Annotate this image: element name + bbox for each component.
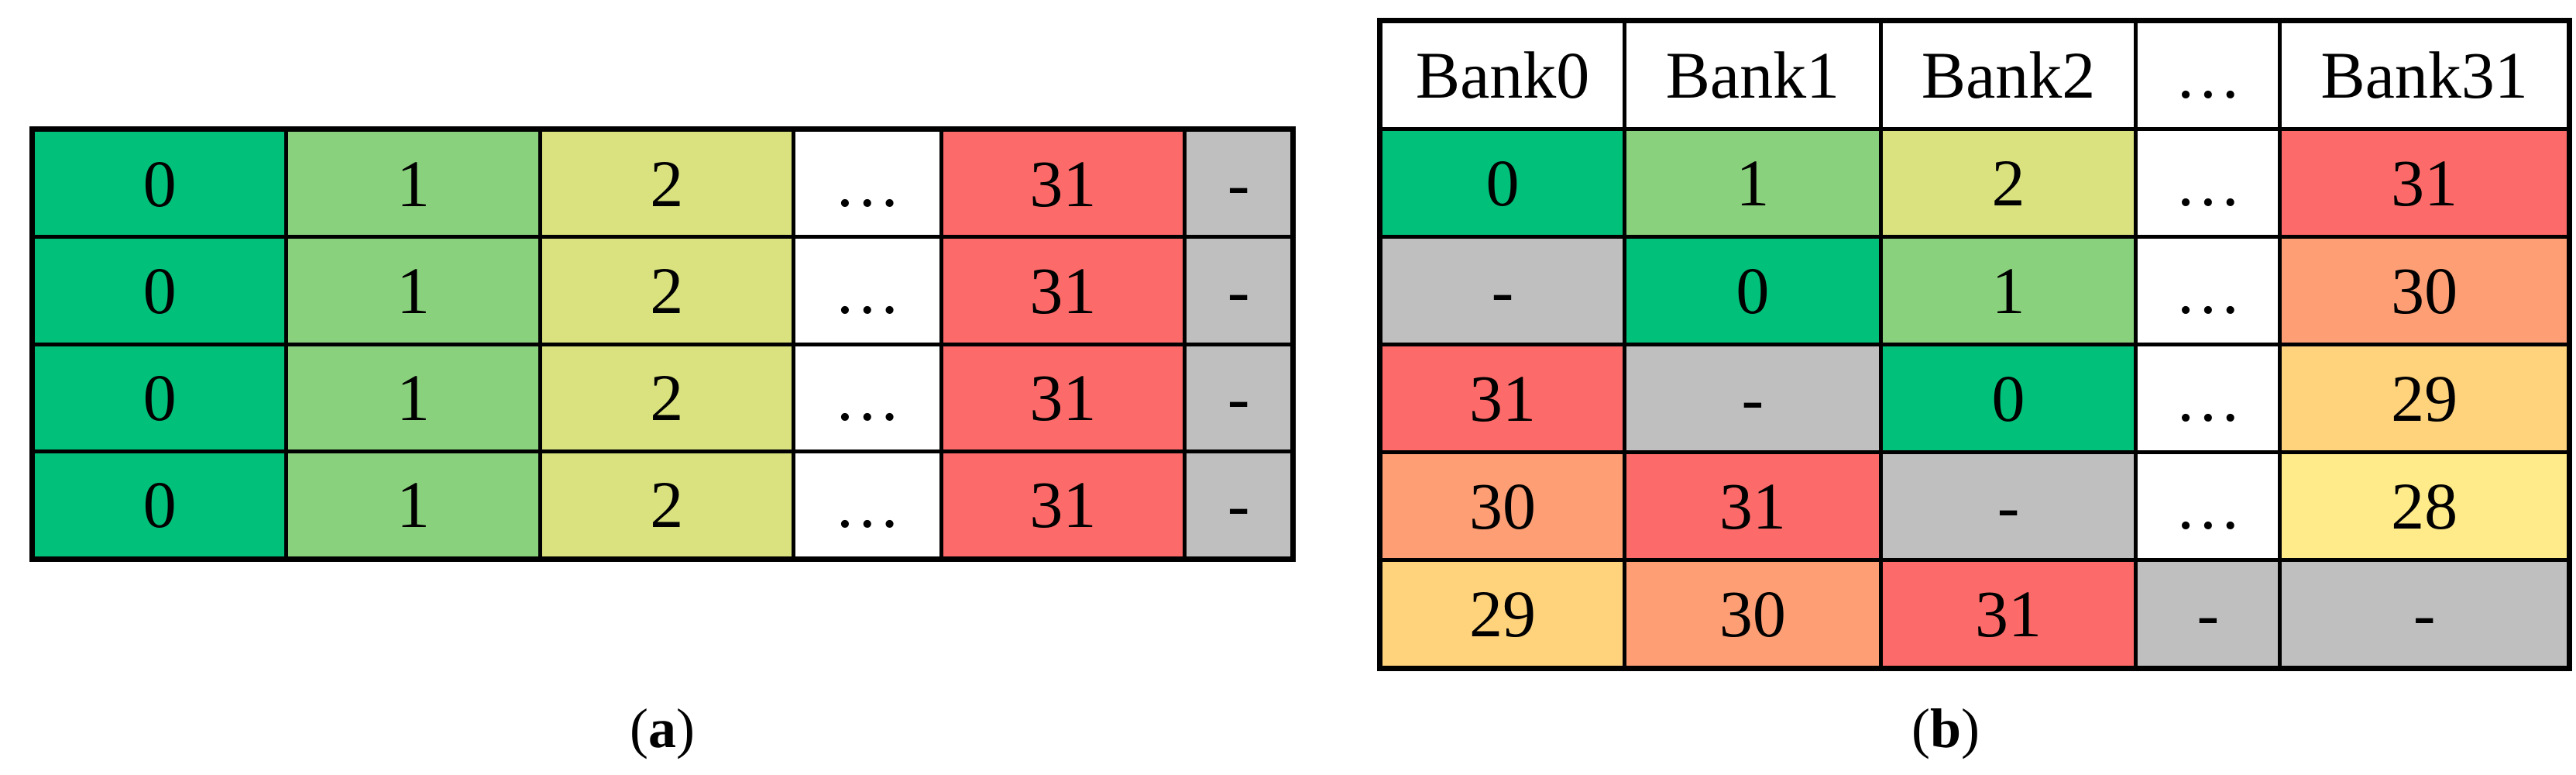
- bank-header-cell: Bank0: [1382, 23, 1623, 127]
- table-cell: 29: [1382, 562, 1623, 666]
- table-cell: 31: [943, 132, 1183, 236]
- table-cell: …: [795, 132, 939, 236]
- bank-header-cell: Bank31: [2282, 23, 2567, 127]
- table-cell: 31: [943, 453, 1183, 556]
- table-cell: 1: [1882, 239, 2135, 343]
- caption-b-close-paren: ): [1961, 698, 1980, 760]
- table-cell: -: [1187, 453, 1290, 556]
- table-cell: -: [1187, 132, 1290, 236]
- subfigure-a-caption: (a): [630, 698, 695, 760]
- caption-b-open-paren: (: [1911, 698, 1930, 760]
- table-cell: -: [2138, 562, 2279, 666]
- bank-header-cell: Bank2: [1882, 23, 2135, 127]
- table-cell: 0: [35, 346, 285, 450]
- table-cell: 1: [1626, 131, 1879, 235]
- table-cell: 2: [541, 346, 792, 450]
- table-cell: …: [2138, 454, 2279, 558]
- table-cell: -: [1382, 239, 1623, 343]
- table-cell: -: [1626, 346, 1879, 450]
- table-cell: 31: [1382, 346, 1623, 450]
- bank-header-cell: Bank1: [1626, 23, 1879, 127]
- table-cell: 28: [2282, 454, 2567, 558]
- table-cell: …: [795, 239, 939, 343]
- table-cell: …: [795, 346, 939, 450]
- table-cell: 30: [1626, 562, 1879, 666]
- bank-header-cell: …: [2138, 23, 2279, 127]
- table-cell: 1: [288, 132, 538, 236]
- table-cell: 2: [541, 453, 792, 556]
- table-cell: 31: [1626, 454, 1879, 558]
- table-cell: 31: [943, 346, 1183, 450]
- table-cell: 2: [1882, 131, 2135, 235]
- table-cell: 1: [288, 346, 538, 450]
- table-cell: 29: [2282, 346, 2567, 450]
- table-cell: 30: [1382, 454, 1623, 558]
- caption-a-close-paren: ): [676, 698, 695, 760]
- table-cell: 1: [288, 453, 538, 556]
- table-cell: 0: [35, 239, 285, 343]
- table-cell: …: [2138, 239, 2279, 343]
- table-cell: …: [2138, 346, 2279, 450]
- table-cell: 31: [943, 239, 1183, 343]
- table-cell: 0: [35, 453, 285, 556]
- table-cell: -: [1187, 239, 1290, 343]
- subfigure-b-caption: (b): [1911, 698, 1980, 760]
- table-cell: 2: [541, 132, 792, 236]
- table-cell: -: [1187, 346, 1290, 450]
- table-cell: …: [795, 453, 939, 556]
- table-cell: -: [1882, 454, 2135, 558]
- table-cell: 0: [1626, 239, 1879, 343]
- table-cell: 31: [2282, 131, 2567, 235]
- table-cell: -: [2282, 562, 2567, 666]
- table-cell: 0: [35, 132, 285, 236]
- caption-b-letter: b: [1929, 698, 1962, 760]
- caption-a-letter: a: [648, 698, 676, 760]
- table-cell: 0: [1382, 131, 1623, 235]
- table-cell: 30: [2282, 239, 2567, 343]
- table-cell: 0: [1882, 346, 2135, 450]
- table-cell: …: [2138, 131, 2279, 235]
- table-cell: 31: [1882, 562, 2135, 666]
- table-cell: 1: [288, 239, 538, 343]
- table-cell: 2: [541, 239, 792, 343]
- caption-a-open-paren: (: [630, 698, 648, 760]
